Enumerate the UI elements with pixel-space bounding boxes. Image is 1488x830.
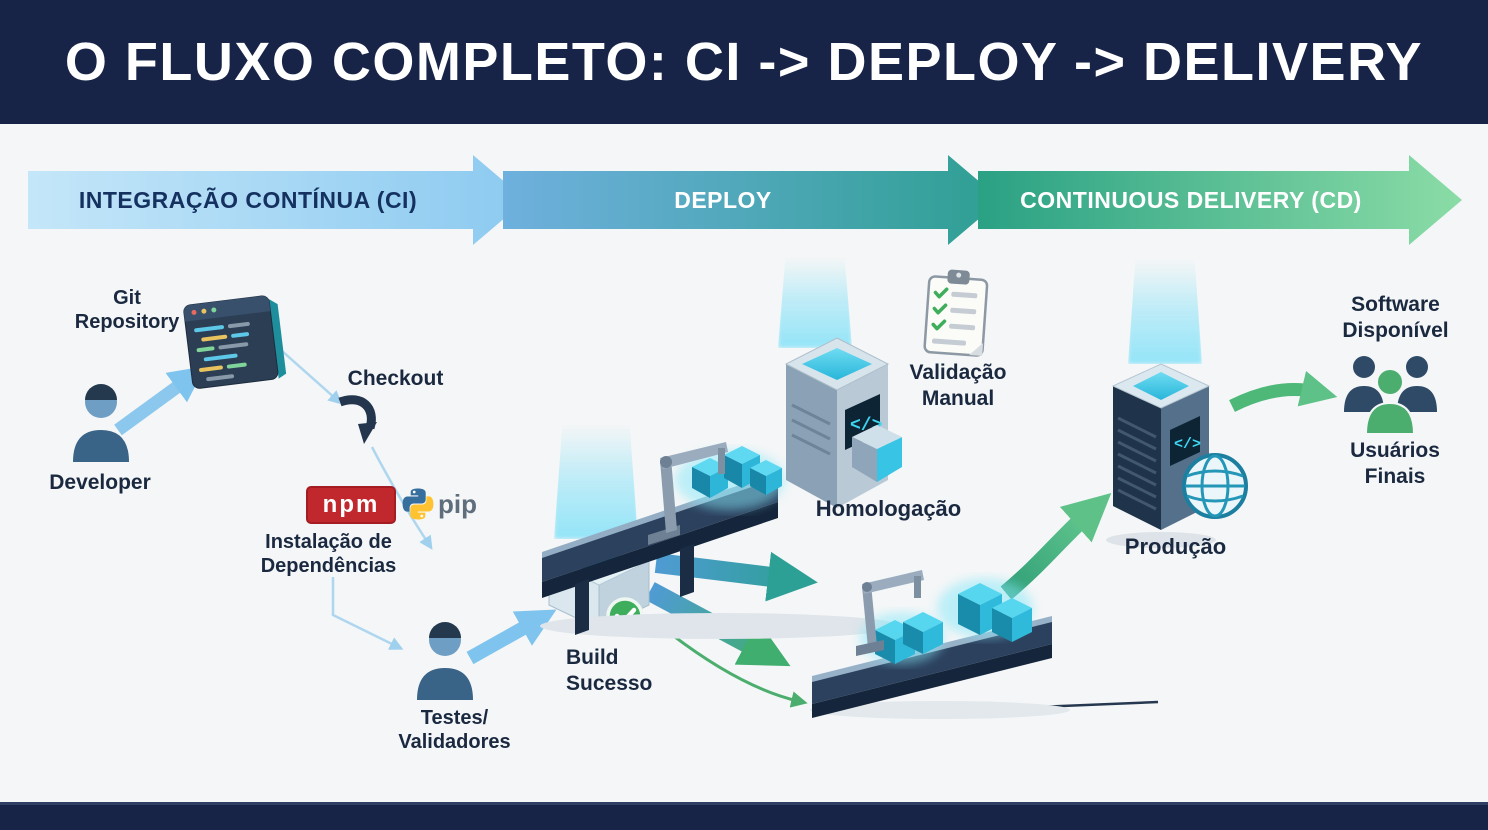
deploy-machine-icon: </>	[540, 337, 902, 639]
repo-window-icon	[183, 295, 287, 389]
end-users-icon	[1344, 356, 1437, 435]
line-dependencies-to-tests	[331, 577, 404, 650]
staging-robot-arm-icon	[856, 570, 924, 656]
pip-label: pip	[438, 489, 477, 519]
dependencies-label: Instalação de Dependências	[260, 531, 397, 578]
tests-person-icon	[417, 622, 473, 700]
banner-cd-label: CONTINUOUS DELIVERY (CD)	[1020, 186, 1362, 213]
arrow-tests-to-build	[466, 609, 557, 665]
server-screen-code-icon: </>	[1174, 436, 1201, 453]
developer-label: Developer	[49, 471, 151, 494]
line-repo-to-checkout	[281, 350, 343, 405]
manual-validation-label: Validação Manual	[909, 361, 1007, 410]
header-bar: O FLUXO COMPLETO: CI -> DEPLOY -> DELIVE…	[0, 0, 1488, 124]
tests-label: Testes/ Validadores	[398, 707, 511, 754]
python-logo-icon	[402, 488, 434, 520]
production-server-icon: </>	[1106, 363, 1216, 548]
git-repository-label: Git Repository	[74, 287, 180, 334]
machine-side-cube-icon	[852, 425, 902, 482]
developer-person-icon	[73, 384, 129, 462]
footer-bar	[0, 802, 1488, 830]
staging-containers	[860, 578, 1033, 664]
machine-containers	[675, 446, 785, 510]
end-users-label: Usuários Finais	[1350, 439, 1440, 488]
checkout-label: Checkout	[347, 367, 444, 390]
software-available-label: Software Disponível	[1342, 293, 1449, 342]
build-label: Build Sucesso	[566, 646, 653, 695]
light-beam-server	[1128, 260, 1202, 364]
producao-label: Produção	[1124, 534, 1227, 559]
banner-ci: INTEGRAÇÃO CONTÍNUA (CI)	[28, 154, 528, 246]
staging-conveyor-icon	[810, 570, 1070, 719]
banner-deploy-arrow-shape	[503, 155, 1001, 245]
machine-robot-arm-icon	[648, 442, 728, 545]
machine-tower-icon: </>	[784, 337, 890, 508]
arrow-producao-to-users	[1229, 370, 1338, 412]
banner-ci-label: INTEGRAÇÃO CONTÍNUA (CI)	[78, 186, 418, 213]
banner-cd-arrow-shape	[978, 155, 1462, 245]
banner-deploy: DEPLOY	[503, 154, 1003, 246]
banner-deploy-label: DEPLOY	[674, 186, 772, 213]
homologacao-label: Homologação	[815, 496, 962, 521]
npm-logo-icon: npm	[306, 486, 396, 524]
light-beam-build	[554, 425, 638, 539]
globe-icon	[1182, 453, 1248, 519]
clipboard-checklist-icon	[923, 269, 989, 357]
light-beam-machine	[778, 258, 852, 348]
banner-cd: CONTINUOUS DELIVERY (CD)	[978, 154, 1464, 246]
checkout-arrow-icon	[338, 395, 377, 444]
banner-ci-arrow-shape	[28, 155, 526, 245]
page-title: O FLUXO COMPLETO: CI -> DEPLOY -> DELIVE…	[64, 32, 1424, 92]
